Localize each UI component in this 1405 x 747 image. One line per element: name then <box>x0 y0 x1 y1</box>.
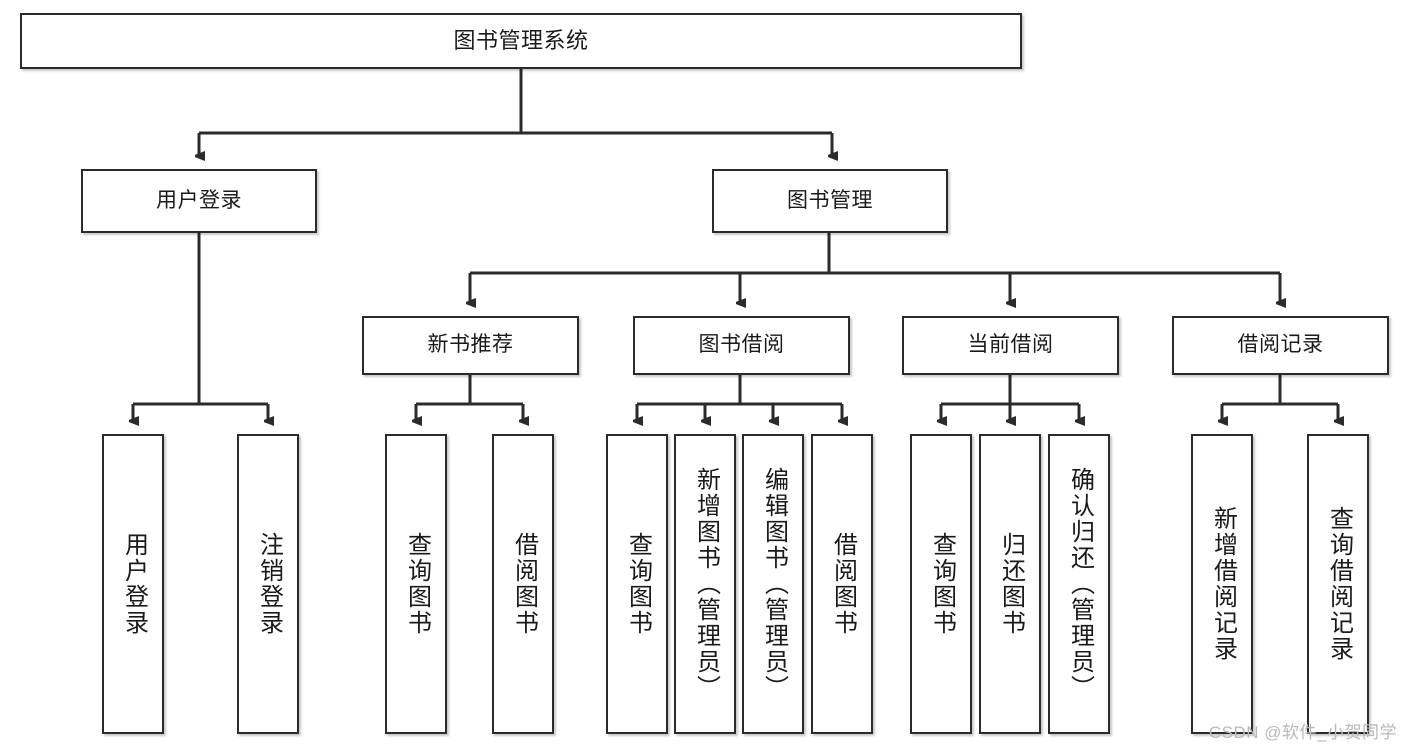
node-label: 图书借阅 <box>698 333 785 357</box>
node-label: 编辑图书（管理员） <box>760 467 788 701</box>
leaf-user-login[interactable]: 用户登录 <box>102 434 164 734</box>
node-label: 确认归还（管理员） <box>1066 467 1094 701</box>
node-label: 查询图书 <box>403 532 431 636</box>
node-label: 用户登录 <box>120 532 148 636</box>
leaf-add-borrow-record[interactable]: 新增借阅记录 <box>1191 434 1253 734</box>
node-label: 新增借阅记录 <box>1209 506 1237 662</box>
node-label: 用户登录 <box>156 188 242 212</box>
node-book-borrow[interactable]: 图书借阅 <box>633 316 850 375</box>
leaf-logout[interactable]: 注销登录 <box>237 434 299 734</box>
node-label: 查询借阅记录 <box>1325 506 1353 662</box>
node-label: 新书推荐 <box>427 333 514 357</box>
leaf-return-book[interactable]: 归还图书 <box>979 434 1041 734</box>
node-new-book-recommend[interactable]: 新书推荐 <box>362 316 579 375</box>
node-label: 借阅记录 <box>1237 333 1324 357</box>
node-current-borrow[interactable]: 当前借阅 <box>902 316 1119 375</box>
node-label: 注销登录 <box>255 532 283 636</box>
leaf-query-borrow-record[interactable]: 查询借阅记录 <box>1307 434 1369 734</box>
node-root-system[interactable]: 图书管理系统 <box>20 13 1022 69</box>
leaf-query-book-recommend[interactable]: 查询图书 <box>385 434 447 734</box>
leaf-query-book-borrow[interactable]: 查询图书 <box>606 434 668 734</box>
node-label: 图书管理 <box>787 188 873 212</box>
leaf-borrow-book-recommend[interactable]: 借阅图书 <box>492 434 554 734</box>
node-label: 图书管理系统 <box>453 28 589 54</box>
node-label: 新增图书（管理员） <box>692 467 720 701</box>
node-label: 借阅图书 <box>829 532 857 636</box>
node-label: 当前借阅 <box>967 333 1054 357</box>
leaf-edit-book-admin[interactable]: 编辑图书（管理员） <box>742 434 804 734</box>
node-label: 查询图书 <box>928 532 956 636</box>
leaf-confirm-return-admin[interactable]: 确认归还（管理员） <box>1048 434 1110 734</box>
leaf-borrow-book[interactable]: 借阅图书 <box>811 434 873 734</box>
leaf-query-book-current[interactable]: 查询图书 <box>910 434 972 734</box>
node-label: 归还图书 <box>997 532 1025 636</box>
node-user-login[interactable]: 用户登录 <box>81 169 317 233</box>
node-book-management[interactable]: 图书管理 <box>712 169 948 233</box>
leaf-add-book-admin[interactable]: 新增图书（管理员） <box>674 434 736 734</box>
node-label: 查询图书 <box>624 532 652 636</box>
node-label: 借阅图书 <box>510 532 538 636</box>
watermark: CSDN @软件_小贺同学 <box>1208 723 1397 742</box>
node-borrow-record[interactable]: 借阅记录 <box>1172 316 1389 375</box>
